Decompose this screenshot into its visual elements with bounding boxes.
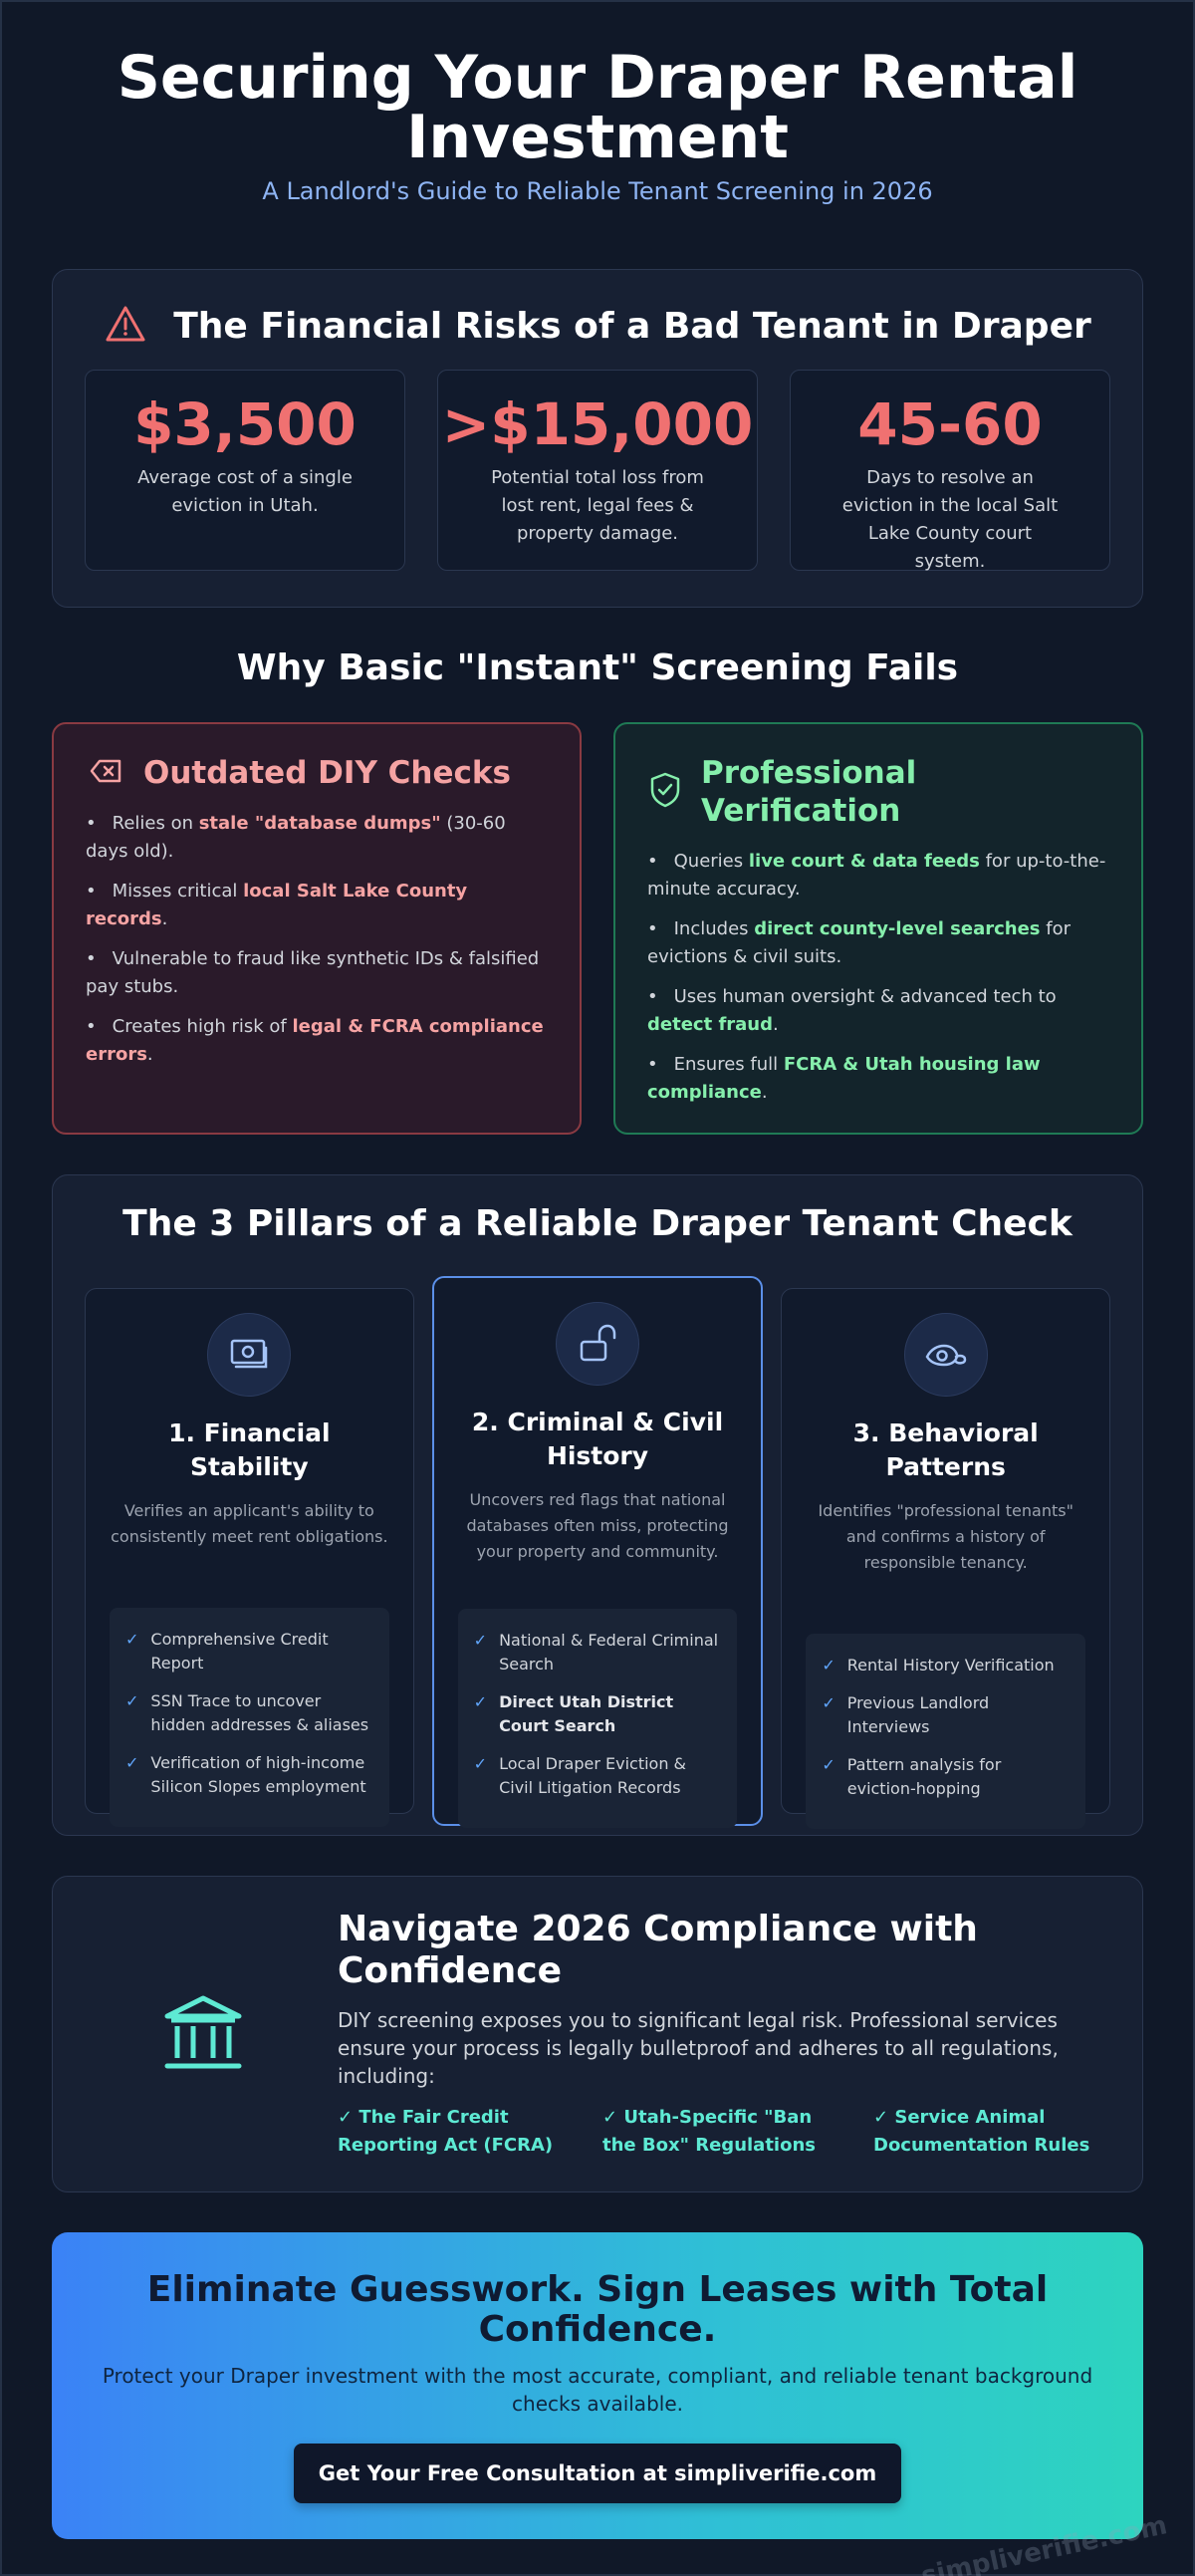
compliance-section: Navigate 2026 Compliance with Confidence… [52, 1876, 1143, 2192]
cta-text: Protect your Draper investment with the … [102, 2364, 1093, 2416]
list-item: •Misses critical local Salt Lake County … [86, 881, 468, 929]
list-item: •Queries live court & data feeds for up-… [647, 851, 1106, 900]
list-item: •Vulnerable to fraud like synthetic IDs … [86, 948, 540, 997]
pillar-title: 2. Criminal & Civil History [471, 1408, 724, 1470]
list-item: ✓Pattern analysis for eviction-hopping [822, 1755, 1002, 1798]
pillar-title: 3. Behavioral Patterns [852, 1418, 1039, 1481]
list-item: •Relies on stale "database dumps" (30-60… [86, 813, 506, 862]
list-item: ✓Local Draper Eviction & Civil Litigatio… [473, 1754, 687, 1797]
risk-stat: $3,500 Average cost of a single eviction… [85, 370, 405, 571]
risk-value: 45-60 [857, 390, 1043, 458]
risk-description: Potential total loss from lost rent, leg… [491, 467, 704, 544]
list-item: •Includes direct county-level searches f… [647, 918, 1071, 967]
financial-risks-section: The Financial Risks of a Bad Tenant in D… [52, 269, 1143, 608]
pillar-description: Uncovers red flags that national databas… [466, 1490, 729, 1561]
list-item: ✓Previous Landlord Interviews [822, 1693, 990, 1736]
pillar-financial-stability: 1. Financial Stability Verifies an appli… [85, 1288, 414, 1827]
cta-banner: Eliminate Guesswork. Sign Leases with To… [52, 2232, 1143, 2539]
risk-description: Average cost of a single eviction in Uta… [137, 467, 353, 516]
list-item: •Creates high risk of legal & FCRA compl… [86, 1016, 544, 1065]
page-title: Securing Your Draper Rental Investment [117, 43, 1078, 172]
why-fails-title: Why Basic "Instant" Screening Fails [236, 647, 959, 688]
consultation-button[interactable]: Get Your Free Consultation at simpliveri… [294, 2444, 901, 2503]
compliance-title: Navigate 2026 Compliance with Confidence [338, 1909, 978, 1991]
courthouse-icon [83, 1909, 324, 2160]
comparison: Outdated DIY Checks •Relies on stale "da… [52, 722, 1143, 1135]
list-item: ✓Comprehensive Credit Report [125, 1630, 329, 1673]
header: Securing Your Draper Rental Investment A… [52, 2, 1143, 205]
pillar-criminal-civil-history: 2. Criminal & Civil History Uncovers red… [431, 1276, 764, 1828]
diy-checks-title: Outdated DIY Checks [143, 755, 511, 791]
risks-title: The Financial Risks of a Bad Tenant in D… [173, 305, 1091, 347]
list-item: ✓National & Federal Criminal Search [473, 1631, 719, 1674]
eye-icon [903, 1313, 988, 1397]
pillar-checklist: ✓Comprehensive Credit Report ✓SSN Trace … [110, 1608, 389, 1827]
professional-verification-title: Professional Verification [701, 755, 917, 829]
compliance-item: ✓ The Fair Credit Reporting Act (FCRA) [338, 2107, 554, 2156]
list-item: •Uses human oversight & advanced tech to… [647, 986, 1057, 1035]
cta-title: Eliminate Guesswork. Sign Leases with To… [146, 2269, 1049, 2350]
list-item: ✓SSN Trace to uncover hidden addresses &… [125, 1691, 369, 1734]
pillars-section: The 3 Pillars of a Reliable Draper Tenan… [52, 1174, 1143, 1836]
risk-description: Days to resolve an eviction in the local… [841, 467, 1059, 572]
list-item: ✓Direct Utah District Court Search [473, 1692, 674, 1735]
pillar-checklist: ✓Rental History Verification ✓Previous L… [806, 1634, 1086, 1829]
risk-value: $3,500 [133, 390, 357, 458]
compliance-item: ✓ Service Animal Documentation Rules [873, 2107, 1090, 2156]
compliance-text: DIY screening exposes you to significant… [338, 2008, 1059, 2088]
tag-x-icon [86, 755, 125, 791]
risk-stat: >$15,000 Potential total loss from lost … [437, 370, 758, 571]
list-item: ✓Verification of high-income Silicon Slo… [125, 1753, 366, 1796]
shield-check-icon [647, 770, 683, 814]
page-subtitle: A Landlord's Guide to Reliable Tenant Sc… [262, 177, 933, 205]
pillars-title: The 3 Pillars of a Reliable Draper Tenan… [122, 1203, 1073, 1244]
list-item: •Ensures full FCRA & Utah housing law co… [647, 1054, 1041, 1103]
pillar-behavioral-patterns: 3. Behavioral Patterns Identifies "profe… [781, 1288, 1111, 1829]
money-icon [207, 1313, 292, 1397]
warning-icon [104, 304, 147, 348]
unlock-icon [556, 1302, 639, 1386]
diy-checks-card: Outdated DIY Checks •Relies on stale "da… [52, 722, 582, 1135]
risk-stat: 45-60 Days to resolve an eviction in the… [790, 370, 1110, 572]
compliance-item: ✓ Utah-Specific "Ban the Box" Regulation… [602, 2107, 816, 2156]
pillar-description: Verifies an applicant's ability to consi… [111, 1501, 388, 1546]
professional-verification-card: Professional Verification •Queries live … [613, 722, 1143, 1135]
risk-value: >$15,000 [441, 390, 754, 458]
list-item: ✓Rental History Verification [822, 1656, 1055, 1674]
pillar-description: Identifies "professional tenants" and co… [818, 1501, 1074, 1572]
pillar-checklist: ✓National & Federal Criminal Search ✓Dir… [457, 1609, 738, 1828]
pillar-title: 1. Financial Stability [168, 1418, 331, 1481]
